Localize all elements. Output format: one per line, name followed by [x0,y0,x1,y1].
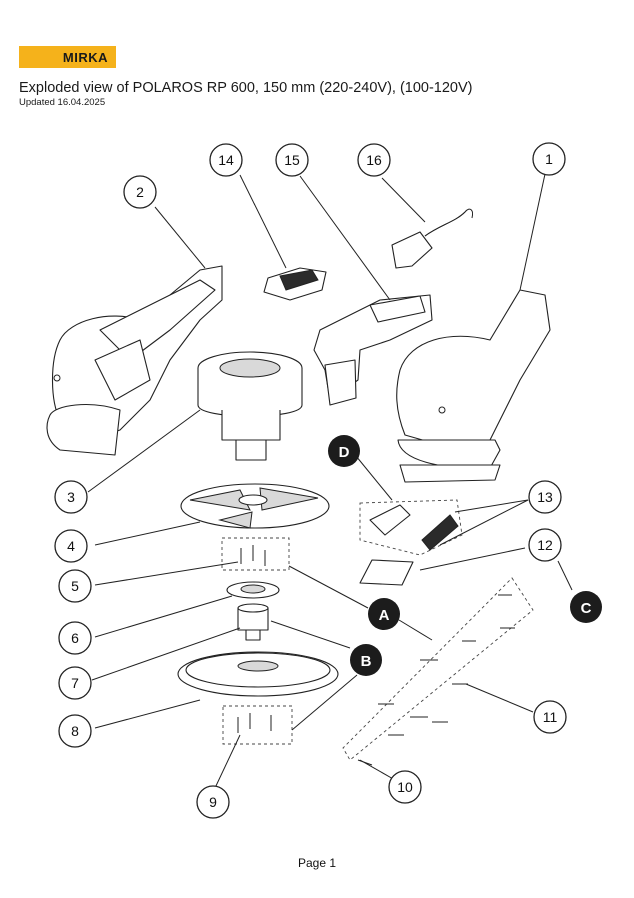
svg-text:D: D [339,444,350,461]
svg-text:B: B [361,653,372,670]
callout-14: 14 [209,143,243,177]
svg-text:9: 9 [209,794,217,810]
mirka-logo: MIRKA [19,46,116,68]
screws-set-part [221,537,290,571]
callout-5: 5 [58,569,92,603]
svg-text:15: 15 [284,152,300,168]
leader-lines [87,173,573,789]
callout-8: 8 [58,714,92,748]
pad-screws-part [222,705,293,745]
motor-part [197,351,303,461]
page-number: Page 1 [297,856,337,870]
bearing-plate-part [226,581,280,599]
cable-part [391,208,473,269]
logo-text: MIRKA [62,50,108,65]
housing-right-part [396,289,551,483]
svg-text:4: 4 [67,538,75,554]
svg-text:3: 3 [67,489,75,505]
svg-text:1: 1 [545,151,553,167]
switch-module-part [313,294,433,406]
letter-callout-b: B [350,644,382,676]
svg-text:5: 5 [71,578,79,594]
housing-screws-group [342,577,534,766]
callout-7: 7 [58,666,92,700]
svg-text:13: 13 [537,489,553,505]
callout-12: 12 [528,528,562,562]
letter-callout-a: A [368,598,400,630]
svg-text:16: 16 [366,152,382,168]
callout-1: 1 [532,142,566,176]
callout-16: 16 [357,143,391,177]
svg-text:7: 7 [71,675,79,691]
callout-13: 13 [528,480,562,514]
callout-9: 9 [196,785,230,819]
cover-parts-group [359,499,463,556]
callout-4: 4 [54,529,88,563]
svg-text:6: 6 [71,630,79,646]
page-title: Exploded view of POLAROS RP 600, 150 mm … [19,80,473,96]
svg-text:11: 11 [543,709,558,725]
updated-date: Updated 16.04.2025 [19,97,106,108]
callout-3: 3 [54,480,88,514]
housing-left-part [46,265,223,456]
letter-callout-c: C [570,591,602,623]
sanding-pad-part [177,651,339,697]
svg-text:2: 2 [136,184,144,200]
pcb-part [263,267,327,301]
callout-10: 10 [388,770,422,804]
fan-part [180,483,330,529]
spindle-part [237,603,269,641]
svg-text:12: 12 [537,537,553,553]
svg-text:14: 14 [218,152,234,168]
callout-6: 6 [58,621,92,655]
svg-text:C: C [581,600,592,617]
svg-text:8: 8 [71,723,79,739]
letter-callout-d: D [328,435,360,467]
svg-text:A: A [379,607,390,624]
callout-11: 11 [533,700,567,734]
callout-15: 15 [275,143,309,177]
svg-text:10: 10 [397,779,413,795]
label-part [359,559,414,586]
callout-2: 2 [123,175,157,209]
